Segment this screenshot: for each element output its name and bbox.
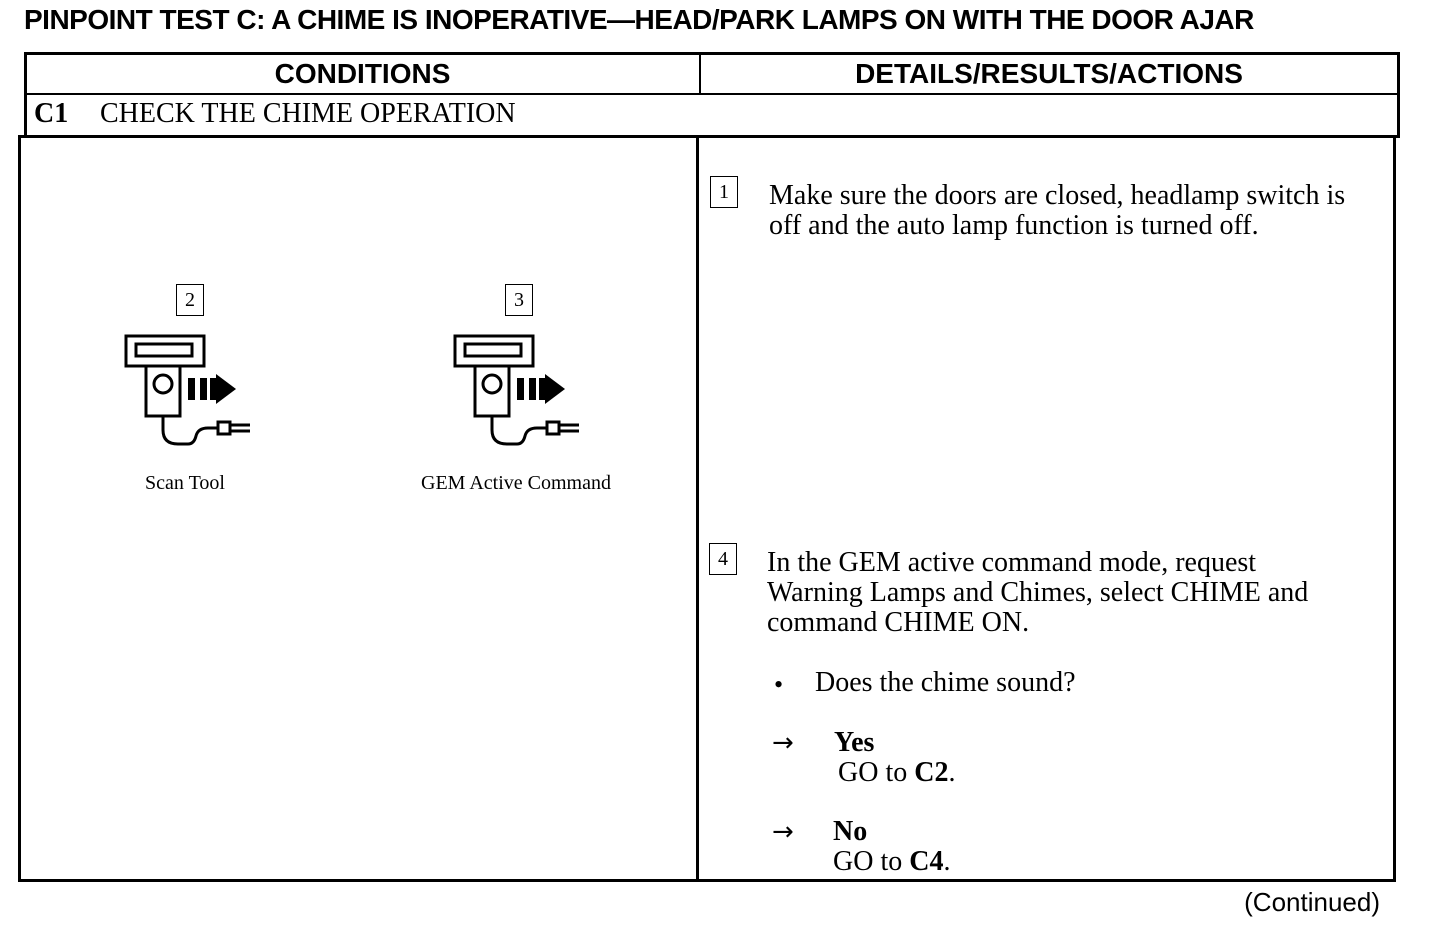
- body-column-divider: [696, 135, 699, 882]
- answer-action-target: C4: [909, 846, 944, 877]
- page-title: PINPOINT TEST C: A CHIME IS INOPERATIVE—…: [24, 4, 1254, 35]
- table-right-border: [1397, 52, 1400, 138]
- step-number-box-3: 3: [505, 284, 533, 316]
- scan-tool-icon: [453, 334, 579, 446]
- header-details: DETAILS/RESULTS/ACTIONS: [855, 58, 1243, 89]
- step-number: 4: [718, 548, 728, 570]
- arrow-right-icon: →: [772, 728, 794, 758]
- question-text: Does the chime sound?: [815, 667, 1076, 698]
- answer-action-prefix: GO to: [838, 757, 915, 788]
- table-left-border: [24, 52, 27, 138]
- step-number: 2: [185, 289, 195, 311]
- step-4-line: command CHIME ON.: [767, 607, 1030, 638]
- step-number: 1: [719, 181, 729, 203]
- answer-yes: Yes GO to C2.: [834, 728, 955, 788]
- tool-caption-gem-active-command: GEM Active Command: [421, 472, 611, 494]
- table-right-border-lower: [1393, 135, 1396, 882]
- arrow-right-icon: →: [772, 817, 794, 847]
- answer-label: Yes: [834, 727, 875, 758]
- answer-label: No: [833, 816, 868, 847]
- scan-tool-icon: [124, 334, 250, 446]
- step-row: C1 CHECK THE CHIME OPERATION: [34, 97, 516, 131]
- table-left-border-lower: [18, 135, 21, 882]
- step-label: CHECK THE CHIME OPERATION: [100, 98, 516, 129]
- step-1-line: Make sure the doors are closed, headlamp…: [769, 180, 1346, 211]
- step-4-line: Warning Lamps and Chimes, select CHIME a…: [767, 577, 1309, 608]
- step-number-box-4: 4: [709, 543, 737, 575]
- answer-action-suffix: .: [943, 846, 951, 877]
- answer-action-prefix: GO to: [833, 846, 910, 877]
- answer-action-target: C2: [914, 757, 949, 788]
- step-1-line: off and the auto lamp function is turned…: [769, 210, 1259, 241]
- step-number: 3: [514, 289, 524, 311]
- tool-caption-scan-tool: Scan Tool: [145, 472, 225, 494]
- step-number-box-1: 1: [710, 176, 738, 208]
- bullet-icon: •: [774, 670, 784, 699]
- answer-action: GO to C4.: [833, 847, 950, 877]
- header-divider: [26, 93, 1400, 95]
- step-code: C1: [34, 98, 69, 129]
- answer-action-suffix: .: [948, 757, 956, 788]
- answer-no: No GO to C4.: [833, 817, 950, 877]
- step-4-text: In the GEM active command mode, request …: [767, 548, 1308, 638]
- step-4-line: In the GEM active command mode, request: [767, 547, 1257, 578]
- header-conditions: CONDITIONS: [274, 58, 451, 89]
- step-number-box-2: 2: [176, 284, 204, 316]
- answer-action: GO to C2.: [834, 758, 955, 788]
- step-row-divider: [20, 135, 1398, 138]
- table-bottom-border: [18, 879, 1396, 882]
- continued-note: (Continued): [1244, 887, 1380, 917]
- table-top-border: [26, 52, 1400, 55]
- header-column-divider: [699, 52, 701, 95]
- step-1-text: Make sure the doors are closed, headlamp…: [769, 181, 1345, 241]
